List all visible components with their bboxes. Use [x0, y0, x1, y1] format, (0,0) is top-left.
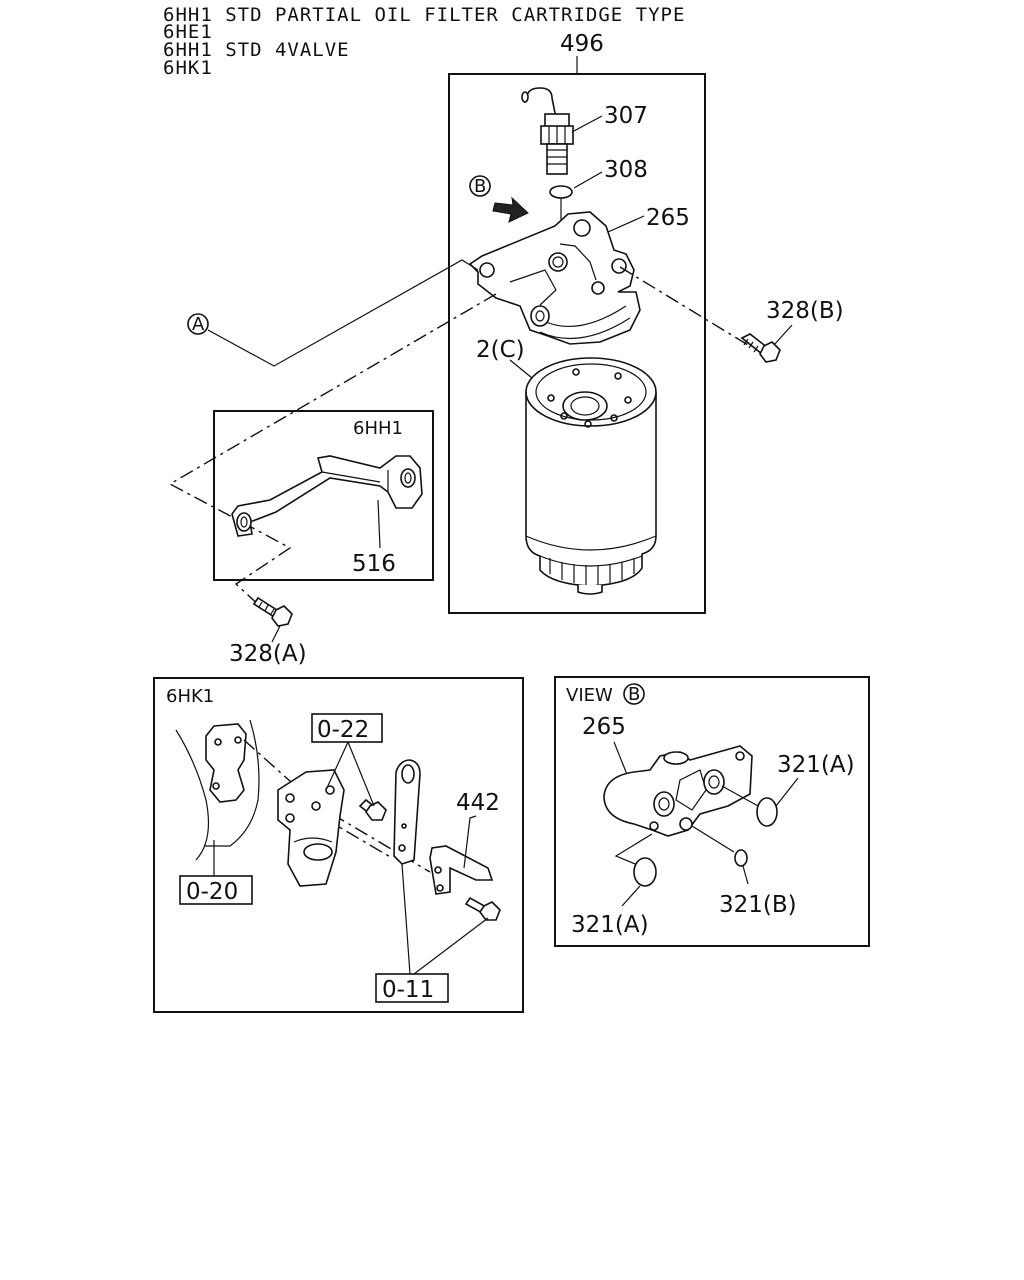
view-b-label-265[interactable]: 265 [582, 714, 626, 740]
inset-6hk1-box [153, 677, 524, 1013]
inset-6hk1-title: 6HK1 [166, 686, 214, 707]
label-328b[interactable]: 328(B) [766, 298, 844, 324]
ref-b-letter: B [474, 176, 486, 197]
bracket-516[interactable] [231, 455, 423, 537]
label-321b[interactable]: 321(B) [719, 892, 797, 918]
ref-b-circle [469, 175, 491, 197]
ref-011-box [375, 973, 449, 1003]
bracket-442[interactable] [429, 845, 494, 895]
label-328a[interactable]: 328(A) [229, 641, 307, 667]
header-line-3: 6HH1 STD 4VALVE [163, 39, 350, 61]
bolt-328b[interactable] [740, 333, 781, 363]
bolt-022[interactable] [358, 798, 387, 821]
oil-filter-cartridge-2c[interactable] [525, 357, 657, 595]
ref-022[interactable]: 0-22 [317, 717, 369, 743]
label-265[interactable]: 265 [646, 205, 690, 231]
oring-321b[interactable] [734, 849, 748, 867]
inset-6hh1-box [213, 410, 434, 581]
ref-022-box [311, 713, 383, 743]
label-308[interactable]: 308 [604, 157, 648, 183]
label-307[interactable]: 307 [604, 103, 648, 129]
bolt-328a[interactable] [252, 596, 293, 627]
ref-a-letter: A [192, 314, 205, 335]
oring-321a-bottom[interactable] [633, 857, 657, 887]
ref-a-circle [187, 313, 209, 335]
ref-020-box [179, 875, 253, 905]
header-line-1: 6HH1 STD PARTIAL OIL FILTER CARTRIDGE TY… [163, 4, 686, 26]
washer-308[interactable] [549, 185, 573, 199]
header-line-2: 6HE1 [163, 21, 213, 43]
view-b-title: VIEW [566, 685, 613, 706]
label-2c[interactable]: 2(C) [476, 337, 525, 363]
ref-020[interactable]: 0-20 [186, 879, 238, 905]
oring-321a-top[interactable] [756, 797, 778, 827]
filter-head-265[interactable] [468, 211, 641, 345]
view-b-box [554, 676, 870, 947]
label-321a-bottom[interactable]: 321(A) [571, 912, 649, 938]
header-line-4: 6HK1 [163, 57, 213, 79]
bolt-011[interactable] [464, 896, 501, 921]
mounting-bracket[interactable] [277, 769, 345, 887]
view-b-ref-letter: B [628, 684, 640, 705]
engine-block-outline [175, 719, 260, 861]
inset-6hh1-title: 6HH1 [353, 418, 403, 439]
view-b-arrow-icon [492, 196, 529, 223]
label-516[interactable]: 516 [352, 551, 396, 577]
filter-head-265-view-b[interactable] [603, 745, 753, 837]
label-321a-top[interactable]: 321(A) [777, 752, 855, 778]
link-strap[interactable] [393, 759, 421, 865]
label-442[interactable]: 442 [456, 790, 500, 816]
oil-pressure-sensor-307[interactable] [521, 87, 574, 175]
label-496[interactable]: 496 [560, 31, 604, 57]
view-b-ref-circle [623, 683, 645, 705]
ref-011[interactable]: 0-11 [382, 977, 434, 1003]
